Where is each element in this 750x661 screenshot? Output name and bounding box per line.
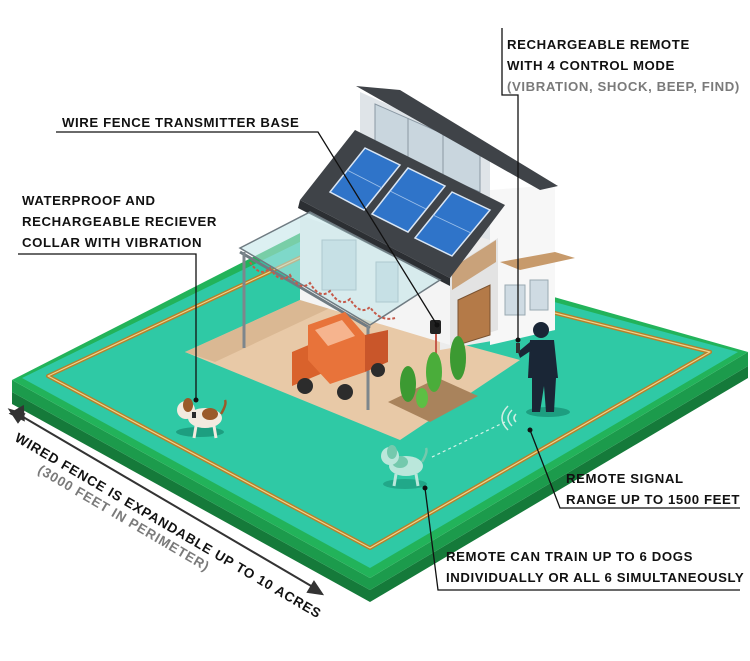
tree-2 bbox=[426, 352, 442, 392]
label-transmitter-line1: WIRE FENCE TRANSMITTER BASE bbox=[62, 115, 300, 130]
house-pergola bbox=[500, 252, 575, 270]
tree-1 bbox=[400, 366, 416, 402]
truck-side bbox=[365, 330, 388, 372]
dog-1-collar bbox=[192, 412, 196, 418]
dog-1-shadow bbox=[176, 427, 224, 437]
truck-windshield bbox=[315, 320, 355, 346]
leader-lines bbox=[18, 28, 740, 591]
house-main-roof-eave bbox=[298, 200, 450, 286]
lawn-side bbox=[12, 352, 748, 590]
label-dogs-line1: REMOTE CAN TRAIN UP TO 6 DOGS bbox=[446, 549, 693, 564]
house-wood-panel bbox=[452, 240, 496, 290]
truck-wheel-1 bbox=[297, 378, 313, 394]
truck bbox=[292, 312, 388, 400]
tree-3 bbox=[450, 336, 466, 380]
person-head bbox=[533, 322, 549, 338]
person-legs bbox=[532, 378, 556, 412]
label-signal-line1: REMOTE SIGNAL bbox=[566, 471, 684, 486]
dog-2-shadow bbox=[383, 479, 427, 489]
remote-icon bbox=[516, 343, 520, 353]
garden-bed-base bbox=[388, 378, 478, 422]
leader-dots bbox=[193, 322, 533, 491]
house-window-4 bbox=[529, 279, 549, 311]
leader-transmitter bbox=[56, 131, 438, 326]
lawn-shadow bbox=[12, 366, 748, 602]
label-dogs-line2: INDIVIDUALLY OR ALL 6 SIMULTANEOUSLY bbox=[446, 570, 745, 585]
solar-panels bbox=[328, 147, 492, 257]
label-collar-line3: COLLAR WITH VIBRATION bbox=[22, 235, 203, 250]
dog-2 bbox=[381, 445, 428, 489]
truck-wheel-3 bbox=[371, 363, 385, 377]
label-collar-line1: WATERPROOF AND bbox=[22, 193, 156, 208]
arrow-head-end bbox=[306, 580, 325, 596]
garden-bed bbox=[388, 336, 478, 422]
label-collar-line2: RECHARGEABLE RECIEVER bbox=[22, 214, 218, 229]
person-body bbox=[528, 340, 558, 378]
label-signal-line2: RANGE UP TO 1500 FEET bbox=[566, 492, 741, 507]
patio-shade bbox=[185, 300, 330, 362]
person-arm bbox=[518, 342, 532, 358]
arrow-head-start bbox=[7, 408, 26, 424]
label-collar: WATERPROOF AND RECHARGEABLE RECIEVER COL… bbox=[22, 190, 217, 253]
dog-1-spot bbox=[202, 408, 218, 420]
tree-4 bbox=[416, 388, 428, 408]
leader-dogs bbox=[424, 487, 740, 591]
label-remote-line1: RECHARGEABLE REMOTE bbox=[507, 37, 690, 52]
signal-icon bbox=[501, 405, 517, 431]
boundary-wire-highlight bbox=[47, 251, 711, 549]
label-signal: REMOTE SIGNAL RANGE UP TO 1500 FEET bbox=[566, 468, 740, 510]
house-top-roof bbox=[356, 86, 558, 190]
dog-2-ear bbox=[387, 445, 397, 459]
carport-glass bbox=[238, 211, 442, 326]
carport-chain bbox=[249, 261, 396, 320]
person-with-remote bbox=[516, 322, 570, 417]
label-transmitter: WIRE FENCE TRANSMITTER BASE bbox=[62, 112, 299, 133]
dog-1 bbox=[176, 398, 227, 439]
dog-1-ear bbox=[183, 398, 193, 412]
label-dogs: REMOTE CAN TRAIN UP TO 6 DOGS INDIVIDUAL… bbox=[446, 546, 744, 588]
label-remote: RECHARGEABLE REMOTE WITH 4 CONTROL MODE … bbox=[507, 34, 740, 97]
leader-collar bbox=[18, 253, 197, 400]
truck-wheel-2 bbox=[337, 384, 353, 400]
house-door bbox=[457, 284, 491, 346]
signal-path bbox=[429, 421, 506, 459]
label-remote-line2: WITH 4 CONTROL MODE bbox=[507, 58, 675, 73]
carport-beam bbox=[239, 250, 371, 330]
label-remote-line3: (VIBRATION, SHOCK, BEEP, FIND) bbox=[507, 79, 740, 94]
house-window-3 bbox=[504, 284, 526, 316]
leader-signal bbox=[529, 429, 740, 509]
fence-arrow bbox=[7, 404, 325, 596]
leader-remote bbox=[501, 28, 519, 340]
